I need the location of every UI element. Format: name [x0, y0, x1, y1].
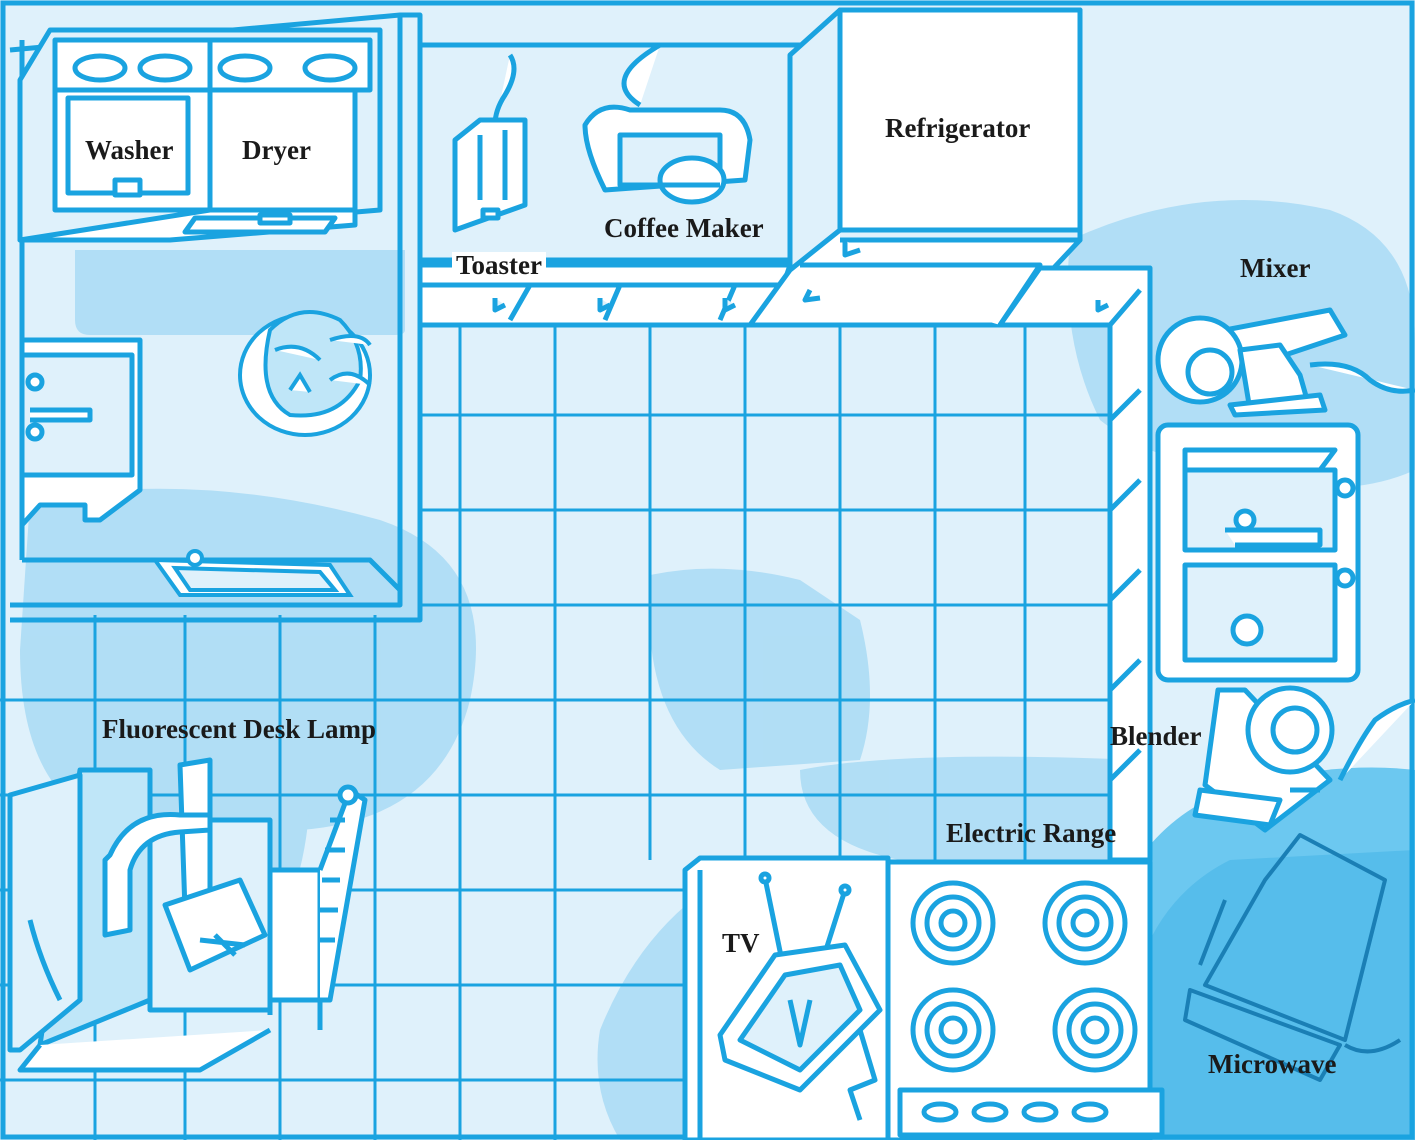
microwave-glow-blob [1078, 767, 1415, 1140]
floor-drain-mat [151, 549, 354, 597]
desk-lamp-area [7, 757, 368, 1073]
label-fluorescent-desk-lamp: Fluorescent Desk Lamp [102, 714, 376, 744]
blender-appliance [1192, 685, 1415, 833]
laundry-basket-icon [238, 310, 372, 437]
label-microwave: Microwave [1208, 1049, 1337, 1079]
electric-range-appliance [885, 859, 1165, 1140]
washer-dryer-appliance [17, 27, 383, 243]
toaster-appliance [452, 53, 528, 233]
label-dryer: Dryer [242, 135, 311, 165]
label-mixer: Mixer [1240, 253, 1311, 283]
kitchen-sink [1155, 422, 1361, 683]
label-tv: TV [722, 928, 760, 958]
label-coffee-maker: Coffee Maker [604, 213, 764, 243]
microwave-appliance [1183, 833, 1402, 1082]
label-toaster: Toaster [452, 252, 546, 279]
label-blender: Blender [1110, 721, 1202, 751]
laundry-sink [19, 337, 143, 528]
coffee-maker-appliance [582, 42, 753, 205]
tv-appliance [717, 871, 883, 1121]
label-washer: Washer [85, 135, 174, 165]
label-electric-range: Electric Range [946, 818, 1117, 848]
refrigerator-appliance [747, 7, 1083, 328]
label-refrigerator: Refrigerator [885, 113, 1031, 143]
mixer-appliance [1155, 307, 1415, 418]
